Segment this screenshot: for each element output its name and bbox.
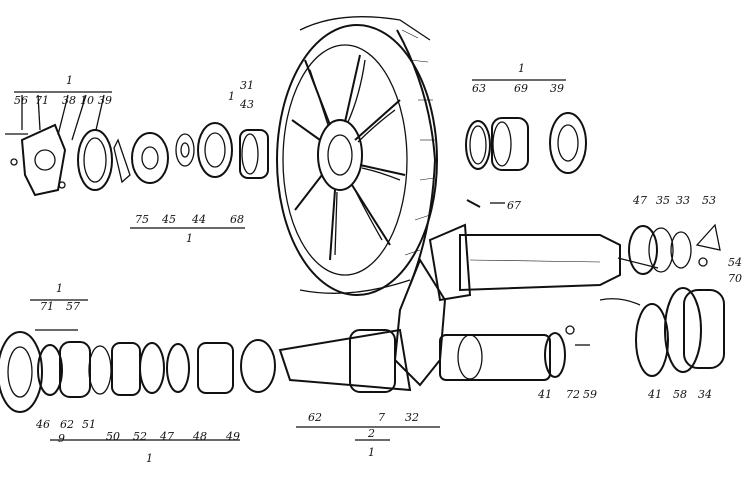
label-part: 67 bbox=[507, 199, 521, 212]
label-part: 69 bbox=[514, 82, 528, 95]
label-group: 1 bbox=[66, 74, 73, 87]
label-part: 50 bbox=[106, 430, 120, 443]
label-part: 59 bbox=[583, 388, 597, 401]
label-part: 52 bbox=[133, 430, 147, 443]
label-part: 51 bbox=[82, 418, 96, 431]
right-cover-assembly bbox=[599, 223, 725, 377]
label-part: 33 bbox=[676, 194, 690, 207]
label-part: 7 bbox=[378, 411, 385, 424]
label-group: 1 bbox=[368, 446, 375, 459]
label-part: 71 bbox=[40, 300, 54, 313]
label-part: 41 bbox=[537, 388, 552, 401]
label-part: 70 bbox=[728, 272, 742, 285]
labels-top-left: 1 56 71 38 10 39 75 45 44 68 1 bbox=[14, 74, 244, 245]
label-part: 62 bbox=[60, 418, 74, 431]
labels-shaft: 62 7 32 2 1 bbox=[308, 411, 419, 459]
labels-bottom-left: 1 71 57 46 62 51 50 52 47 48 49 9 1 bbox=[35, 282, 240, 465]
label-part: 56 bbox=[14, 94, 28, 107]
label-part: 68 bbox=[230, 213, 244, 226]
leader-lines bbox=[14, 79, 659, 441]
label-part: 38 bbox=[62, 94, 76, 107]
label-part: 49 bbox=[225, 430, 240, 443]
label-part: 48 bbox=[192, 430, 207, 443]
label-part: 58 bbox=[673, 388, 687, 401]
label-part: 39 bbox=[550, 82, 564, 95]
labels-top-right: 1 63 69 39 bbox=[472, 62, 564, 95]
label-part: 53 bbox=[702, 194, 716, 207]
label-part: 10 bbox=[80, 94, 94, 107]
label-part: 44 bbox=[191, 213, 206, 226]
rear-cover-assembly bbox=[465, 112, 587, 174]
label-group: 1 bbox=[56, 282, 63, 295]
front-cover-assembly bbox=[5, 122, 269, 197]
label-part: 47 bbox=[632, 194, 647, 207]
label-part: 39 bbox=[98, 94, 112, 107]
label-group: 2 bbox=[367, 427, 375, 440]
label-group: 9 bbox=[58, 432, 65, 445]
label-part: 72 bbox=[566, 388, 580, 401]
bearing-assembly bbox=[0, 329, 276, 413]
label-group: 1 bbox=[146, 452, 153, 465]
label-part: 45 bbox=[161, 213, 176, 226]
flywheel bbox=[276, 16, 438, 296]
label-part: 34 bbox=[698, 388, 712, 401]
label-part: 75 bbox=[135, 213, 149, 226]
label-group: 1 bbox=[228, 90, 235, 103]
label-part: 71 bbox=[35, 94, 49, 107]
crankshaft bbox=[278, 199, 621, 393]
label-part: 46 bbox=[35, 418, 50, 431]
label-part: 57 bbox=[66, 300, 80, 313]
label-part: 62 bbox=[308, 411, 322, 424]
label-group: 1 bbox=[186, 232, 193, 245]
labels-center-top: 1 31 43 bbox=[228, 79, 254, 111]
label-part: 41 bbox=[647, 388, 662, 401]
label-part: 54 bbox=[728, 256, 742, 269]
labels-right: 47 35 33 53 54 70 41 58 34 bbox=[632, 194, 742, 401]
label-part: 35 bbox=[656, 194, 670, 207]
label-group: 1 bbox=[518, 62, 525, 75]
label-part: 43 bbox=[239, 98, 254, 111]
label-part: 47 bbox=[159, 430, 174, 443]
labels-mid: 67 41 72 59 bbox=[507, 199, 597, 401]
label-part: 32 bbox=[405, 411, 419, 424]
label-part: 31 bbox=[240, 79, 254, 92]
label-part: 63 bbox=[472, 82, 486, 95]
